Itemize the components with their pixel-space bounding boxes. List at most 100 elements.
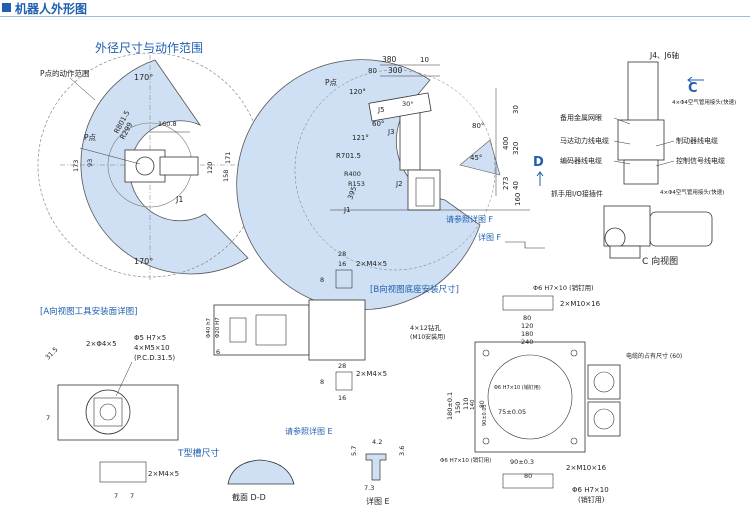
angle-120: 120° — [349, 88, 366, 96]
arm-body — [159, 156, 199, 176]
c-view-title: C 向视图 — [642, 255, 678, 267]
right-view: J4、J6轴 4×Φ4空气管用接头(快速) 备用金属网眼 马达动力线电缆 制动器… — [551, 50, 736, 267]
dim-5h7: Φ5 H7×5 — [134, 334, 166, 342]
detail-e-shape — [365, 453, 387, 481]
spare-port-label: 备用金属网眼 — [560, 113, 602, 122]
dim-320: 320 — [512, 142, 520, 155]
b-mid-flange — [229, 317, 247, 343]
angle-60: 60° — [372, 120, 384, 128]
dim-120: 120 — [521, 322, 533, 330]
motion-range-region — [80, 59, 249, 275]
hole-tr — [570, 349, 578, 357]
top-left-view: 外径尺寸与动作范围 P点的动作范围 170° 170° R801.5 R299 … — [37, 41, 263, 280]
section-dd-shape — [227, 459, 295, 485]
base-circle — [487, 354, 573, 440]
dim-4-2: 4.2 — [372, 438, 382, 446]
joint-j3: J3 — [387, 128, 395, 136]
t-slot-m4: 2×M4×5 — [148, 470, 179, 478]
header-bar: 机器人外形图 — [0, 0, 750, 17]
angle-121: 121° — [352, 134, 369, 142]
t-slot-dim-7: 7 — [114, 492, 118, 500]
hole-br — [570, 437, 578, 445]
leader-5 — [655, 160, 675, 167]
base-view: [B向视图底座安装尺寸] Φ6 H7×10 (销钉用) 2×M10×16 80 … — [370, 283, 682, 504]
dim-400: 400 — [502, 137, 510, 150]
header-divider — [0, 16, 750, 17]
dim-16-top: 16 — [338, 260, 346, 268]
d20: Φ20 H7 — [215, 317, 221, 338]
dim-150: 150 — [454, 402, 462, 414]
side-base — [407, 169, 441, 211]
dim-7-a: 7 — [46, 414, 50, 422]
pin-bot: Φ6 H7×10 — [572, 486, 609, 494]
m4-bot: 2×M4×5 — [356, 370, 387, 378]
d40: Φ40 h7 — [206, 317, 212, 338]
angle-bottom: 170° — [134, 257, 153, 266]
cable-conn-2-ring — [593, 408, 615, 430]
t-slot-section: T型槽尺寸 2×M4×5 7 7 截面 D-D 请参照详图 E 4.2 5.7 … — [99, 426, 406, 506]
dim-16-bot: 16 — [338, 394, 346, 402]
c-view-base — [609, 245, 641, 259]
dim-31-5: 31.5 — [44, 346, 60, 362]
encoder-cable-label: 编码器线电缆 — [560, 156, 602, 165]
pin-top: Φ6 H7×10 (销钉用) — [533, 283, 594, 292]
leader-2 — [613, 140, 631, 145]
cable-space-label: 电缆的占有尺寸 (60) — [626, 352, 682, 360]
dim-110: 110 — [462, 398, 470, 410]
cable-conn-1-ring — [593, 371, 615, 393]
leader-3 — [613, 160, 631, 165]
dim-158: 158 — [222, 170, 230, 182]
c-view-arm — [649, 211, 713, 247]
b-mid-tab-top — [335, 269, 353, 289]
dim-6: 6 — [216, 348, 220, 356]
holes-note: (M10安装用) — [410, 333, 446, 341]
dim-28-top: 28 — [338, 250, 346, 258]
a-view-leader — [115, 361, 133, 397]
a-view-flange — [85, 389, 131, 435]
dim-80: 80 — [368, 67, 377, 75]
pin-inner-1: Φ6 H7×10 (销钉用) — [494, 384, 541, 391]
hole-bl — [482, 437, 490, 445]
pin-block-top — [502, 295, 554, 311]
base-body — [124, 149, 166, 183]
dim-80-v: 80 — [479, 400, 486, 408]
dim-3-6: 3.6 — [398, 446, 406, 456]
see-detail-f: 请参照详图 F — [446, 214, 494, 224]
arrow-d-right-icon — [536, 171, 544, 186]
motor-cable-label: 马达动力线电缆 — [560, 136, 609, 145]
p-point-label: P点 — [84, 133, 97, 142]
dim-180-h: 180±0.1 — [446, 392, 454, 420]
b-mid-arm — [308, 299, 366, 361]
angle-45: 45° — [470, 154, 482, 162]
dim-80-bot: 80 — [524, 472, 532, 480]
angle-top: 170° — [134, 73, 153, 82]
control-cable-label: 控制信号线电缆 — [676, 156, 725, 165]
dim-380: 380 — [382, 55, 397, 64]
pin-bot-note: (销钉用) — [578, 495, 605, 504]
cable-conn-1 — [587, 364, 621, 400]
pin-inner-2: Φ6 H7×10 (销钉用) — [440, 456, 491, 464]
side-range-notch — [459, 139, 501, 176]
dim-171: 171 — [224, 152, 232, 164]
pcd-label: (P.C.D.31.5) — [134, 354, 175, 362]
t-slot-dim-7b: 7 — [130, 492, 134, 500]
dim-90-4: 90±0.05 — [482, 404, 488, 426]
holes-label: 4×12钻孔 — [410, 323, 441, 332]
r-701-5: R701.5 — [336, 152, 361, 160]
dim-28-bot: 28 — [338, 362, 346, 370]
dim-80-top: 80 — [523, 314, 531, 322]
t-slot-block — [99, 461, 147, 483]
r-153: R153 — [348, 180, 365, 188]
see-detail-e: 请参照详图 E — [285, 426, 333, 436]
dim-75: 75±0.05 — [498, 408, 526, 416]
joint-j2: J2 — [395, 180, 403, 188]
top-left-title: 外径尺寸与动作范围 — [95, 41, 203, 55]
joint-circle — [135, 156, 155, 176]
joint-j1-side: J1 — [343, 206, 351, 214]
dim-40: 40 — [512, 181, 520, 190]
t-slot-title: T型槽尺寸 — [177, 447, 220, 459]
m4-top: 2×M4×5 — [356, 260, 387, 268]
header-marker-icon — [2, 3, 11, 12]
side-base-inner — [415, 177, 435, 207]
dim-180: 180 — [521, 330, 533, 338]
